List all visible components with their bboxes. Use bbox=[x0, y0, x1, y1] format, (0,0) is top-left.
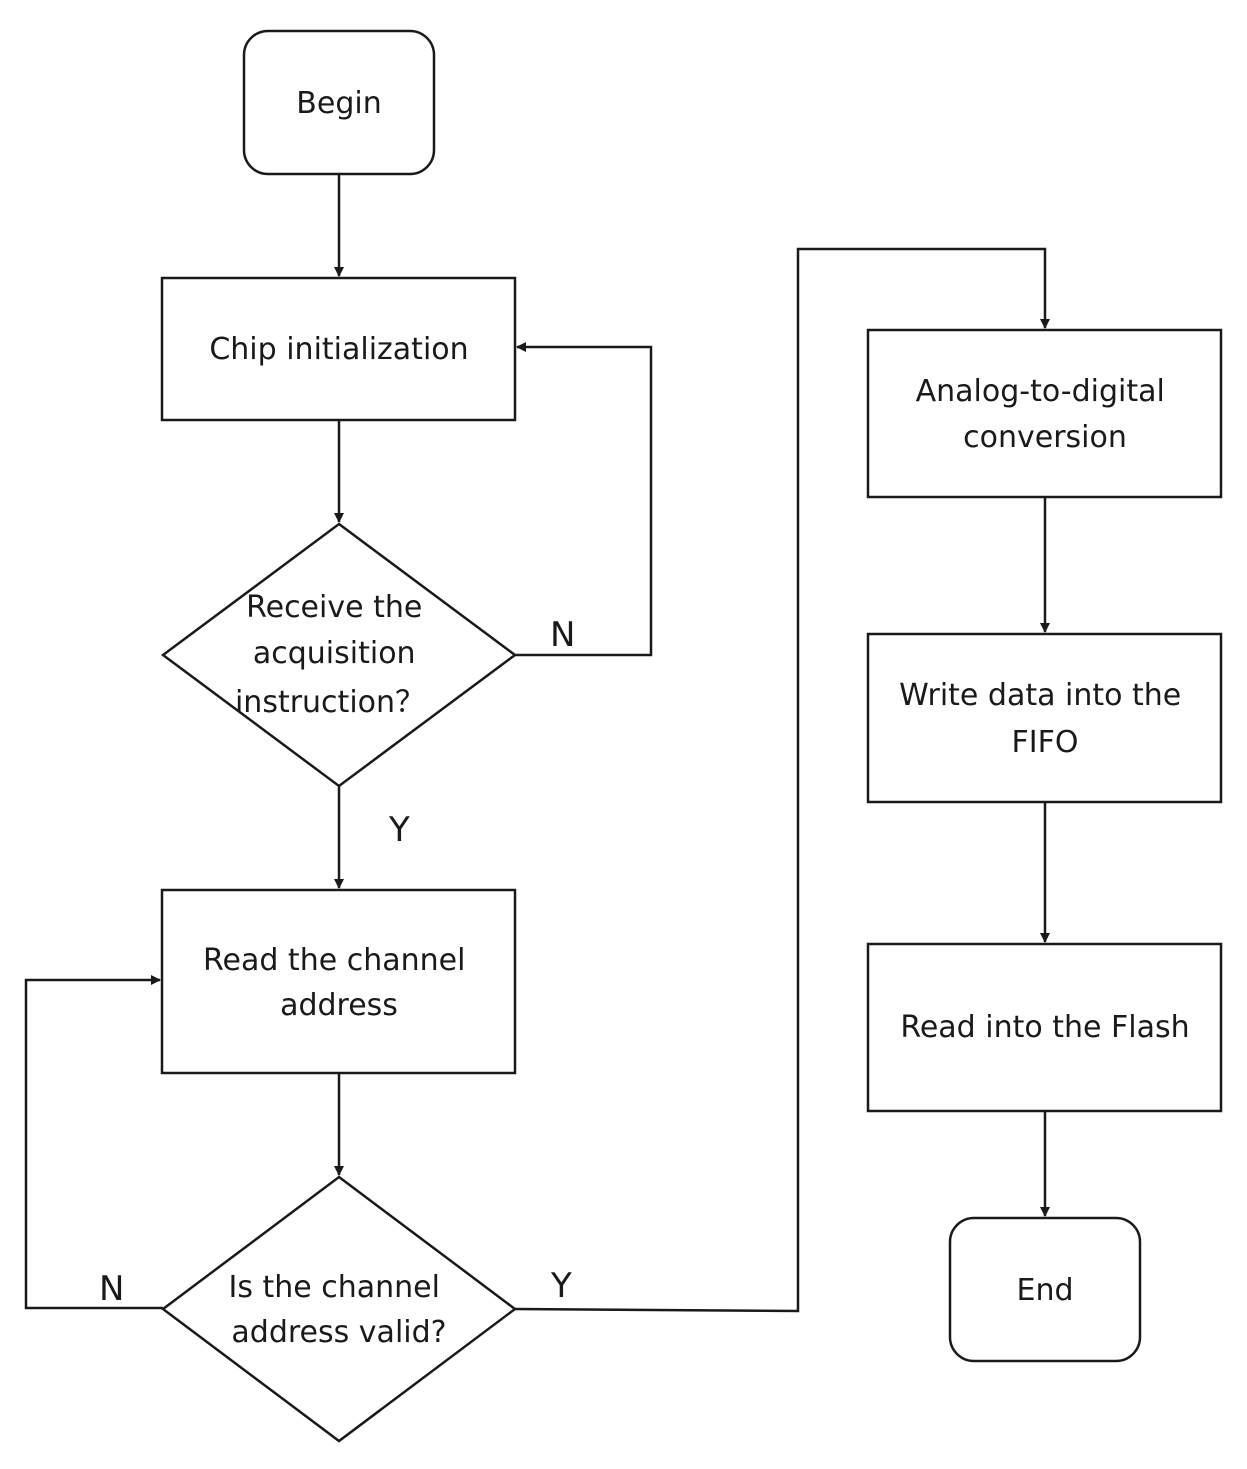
arrow-valid-yes-to-adc bbox=[514, 247, 1050, 1313]
arrow-valid-no-loop bbox=[24, 975, 163, 1310]
channel-valid-diamond bbox=[160, 1175, 518, 1443]
chip-initialization-node: Chip initialization bbox=[160, 276, 517, 422]
read-flash-node: Read into the Flash bbox=[866, 942, 1223, 1113]
connectors bbox=[24, 174, 1050, 1313]
write-fifo-label: Write data into the FIFO bbox=[899, 678, 1191, 760]
end-node: End bbox=[948, 1216, 1142, 1363]
end-label: End bbox=[1016, 1273, 1073, 1308]
chip-initialization-shape bbox=[160, 276, 517, 422]
write-fifo-node: Write data into the FIFO bbox=[866, 632, 1223, 804]
valid-yes-label: Y bbox=[550, 1266, 572, 1306]
analog-to-digital-label: Analog-to-digital conversion bbox=[916, 374, 1175, 455]
read-channel-address-shape bbox=[160, 888, 517, 1075]
read-channel-address-node: Read the channel address bbox=[160, 888, 517, 1075]
arrow-receive-no-loop bbox=[515, 342, 653, 657]
begin-label: Begin bbox=[296, 86, 381, 121]
channel-valid-decision: Is the channel address valid? bbox=[160, 1175, 518, 1443]
read-flash-label: Read into the Flash bbox=[900, 1010, 1189, 1045]
begin-node: Begin bbox=[242, 29, 436, 176]
analog-to-digital-shape bbox=[866, 328, 1223, 499]
receive-no-label: N bbox=[550, 615, 575, 655]
analog-to-digital-node: Analog-to-digital conversion bbox=[866, 328, 1223, 499]
read-flash-shape bbox=[866, 942, 1223, 1113]
channel-valid-label: Is the channel address valid? bbox=[228, 1270, 449, 1350]
end-shape bbox=[948, 1216, 1142, 1363]
write-fifo-shape bbox=[866, 632, 1223, 804]
receive-instruction-label: Receive the acquisition instruction？ bbox=[235, 590, 432, 720]
read-channel-address-label: Read the channel address bbox=[203, 943, 475, 1023]
receive-instruction-decision: Receive the acquisition instruction？ bbox=[160, 522, 518, 788]
begin-shape bbox=[242, 29, 436, 176]
valid-no-label: N bbox=[99, 1269, 124, 1309]
receive-instruction-diamond bbox=[160, 522, 518, 788]
receive-yes-label: Y bbox=[388, 810, 410, 850]
chip-initialization-label: Chip initialization bbox=[209, 332, 468, 367]
